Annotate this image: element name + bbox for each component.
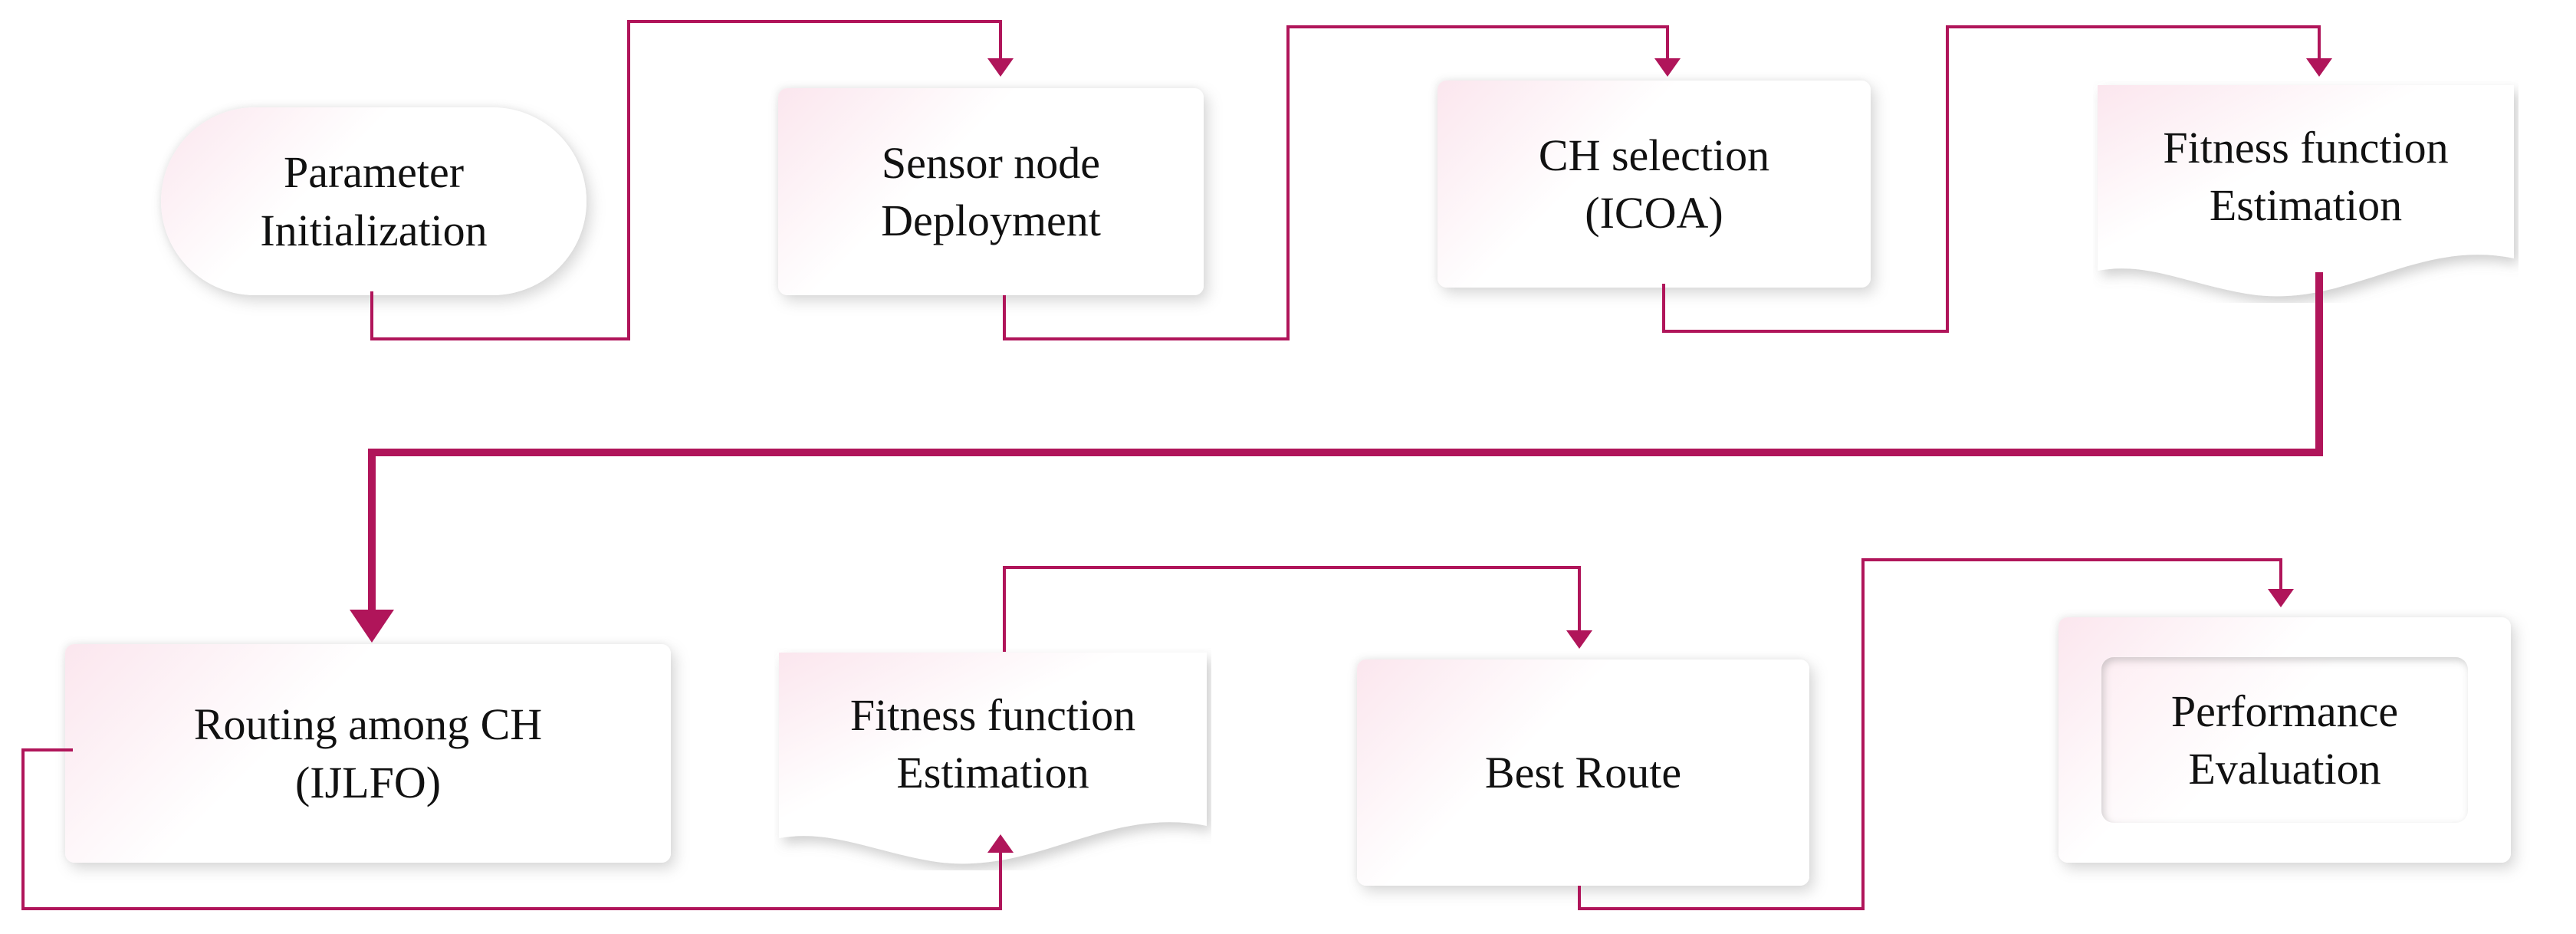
arrowhead-icon (1566, 630, 1592, 649)
node-label-line1: Fitness function (2163, 122, 2449, 173)
node-label-line2: (IJLFO) (294, 757, 442, 807)
node-best-route: Best Route (1357, 659, 1809, 886)
node-parameter-initialization: Parameter Initialization (161, 107, 586, 295)
node-ch-selection: CH selection (ICOA) (1438, 81, 1871, 288)
node-label-line1: Parameter (283, 147, 465, 198)
node-label-line2: Deployment (881, 196, 1101, 245)
arrowhead-icon (987, 58, 1014, 77)
connector-fitness-to-routing (368, 272, 2323, 621)
node-label-line2: (ICOA) (1585, 188, 1723, 238)
node-label-line2: Evaluation (2188, 744, 2381, 794)
node-label-line1: Routing among CH (193, 699, 543, 750)
node-label-line1: Sensor node (881, 137, 1101, 188)
node-label-line1: CH selection (1538, 130, 1770, 180)
node-label-line2: Estimation (896, 748, 1089, 798)
node-label-line2: Estimation (2209, 180, 2403, 230)
node-label-line1: Fitness function (849, 689, 1136, 740)
node-label-line1: Performance (2170, 686, 2399, 736)
arrowhead-icon (2268, 589, 2294, 607)
node-routing-among-ch: Routing among CH (IJLFO) (65, 644, 671, 863)
arrowhead-icon (1654, 58, 1681, 77)
node-fitness-function-estimation-2: Fitness function Estimation (774, 648, 1211, 870)
node-fitness-function-estimation-1: Fitness function Estimation (2093, 81, 2518, 303)
node-performance-evaluation: Performance Evaluation (2058, 617, 2511, 863)
arrowhead-icon (2306, 58, 2332, 77)
connector-fitness2-to-best (1003, 566, 1581, 652)
arrowhead-icon (350, 610, 394, 643)
node-label-line1: Best Route (1484, 747, 1682, 798)
node-sensor-node-deployment: Sensor node Deployment (778, 88, 1204, 295)
node-label-line2: Initialization (260, 205, 488, 255)
